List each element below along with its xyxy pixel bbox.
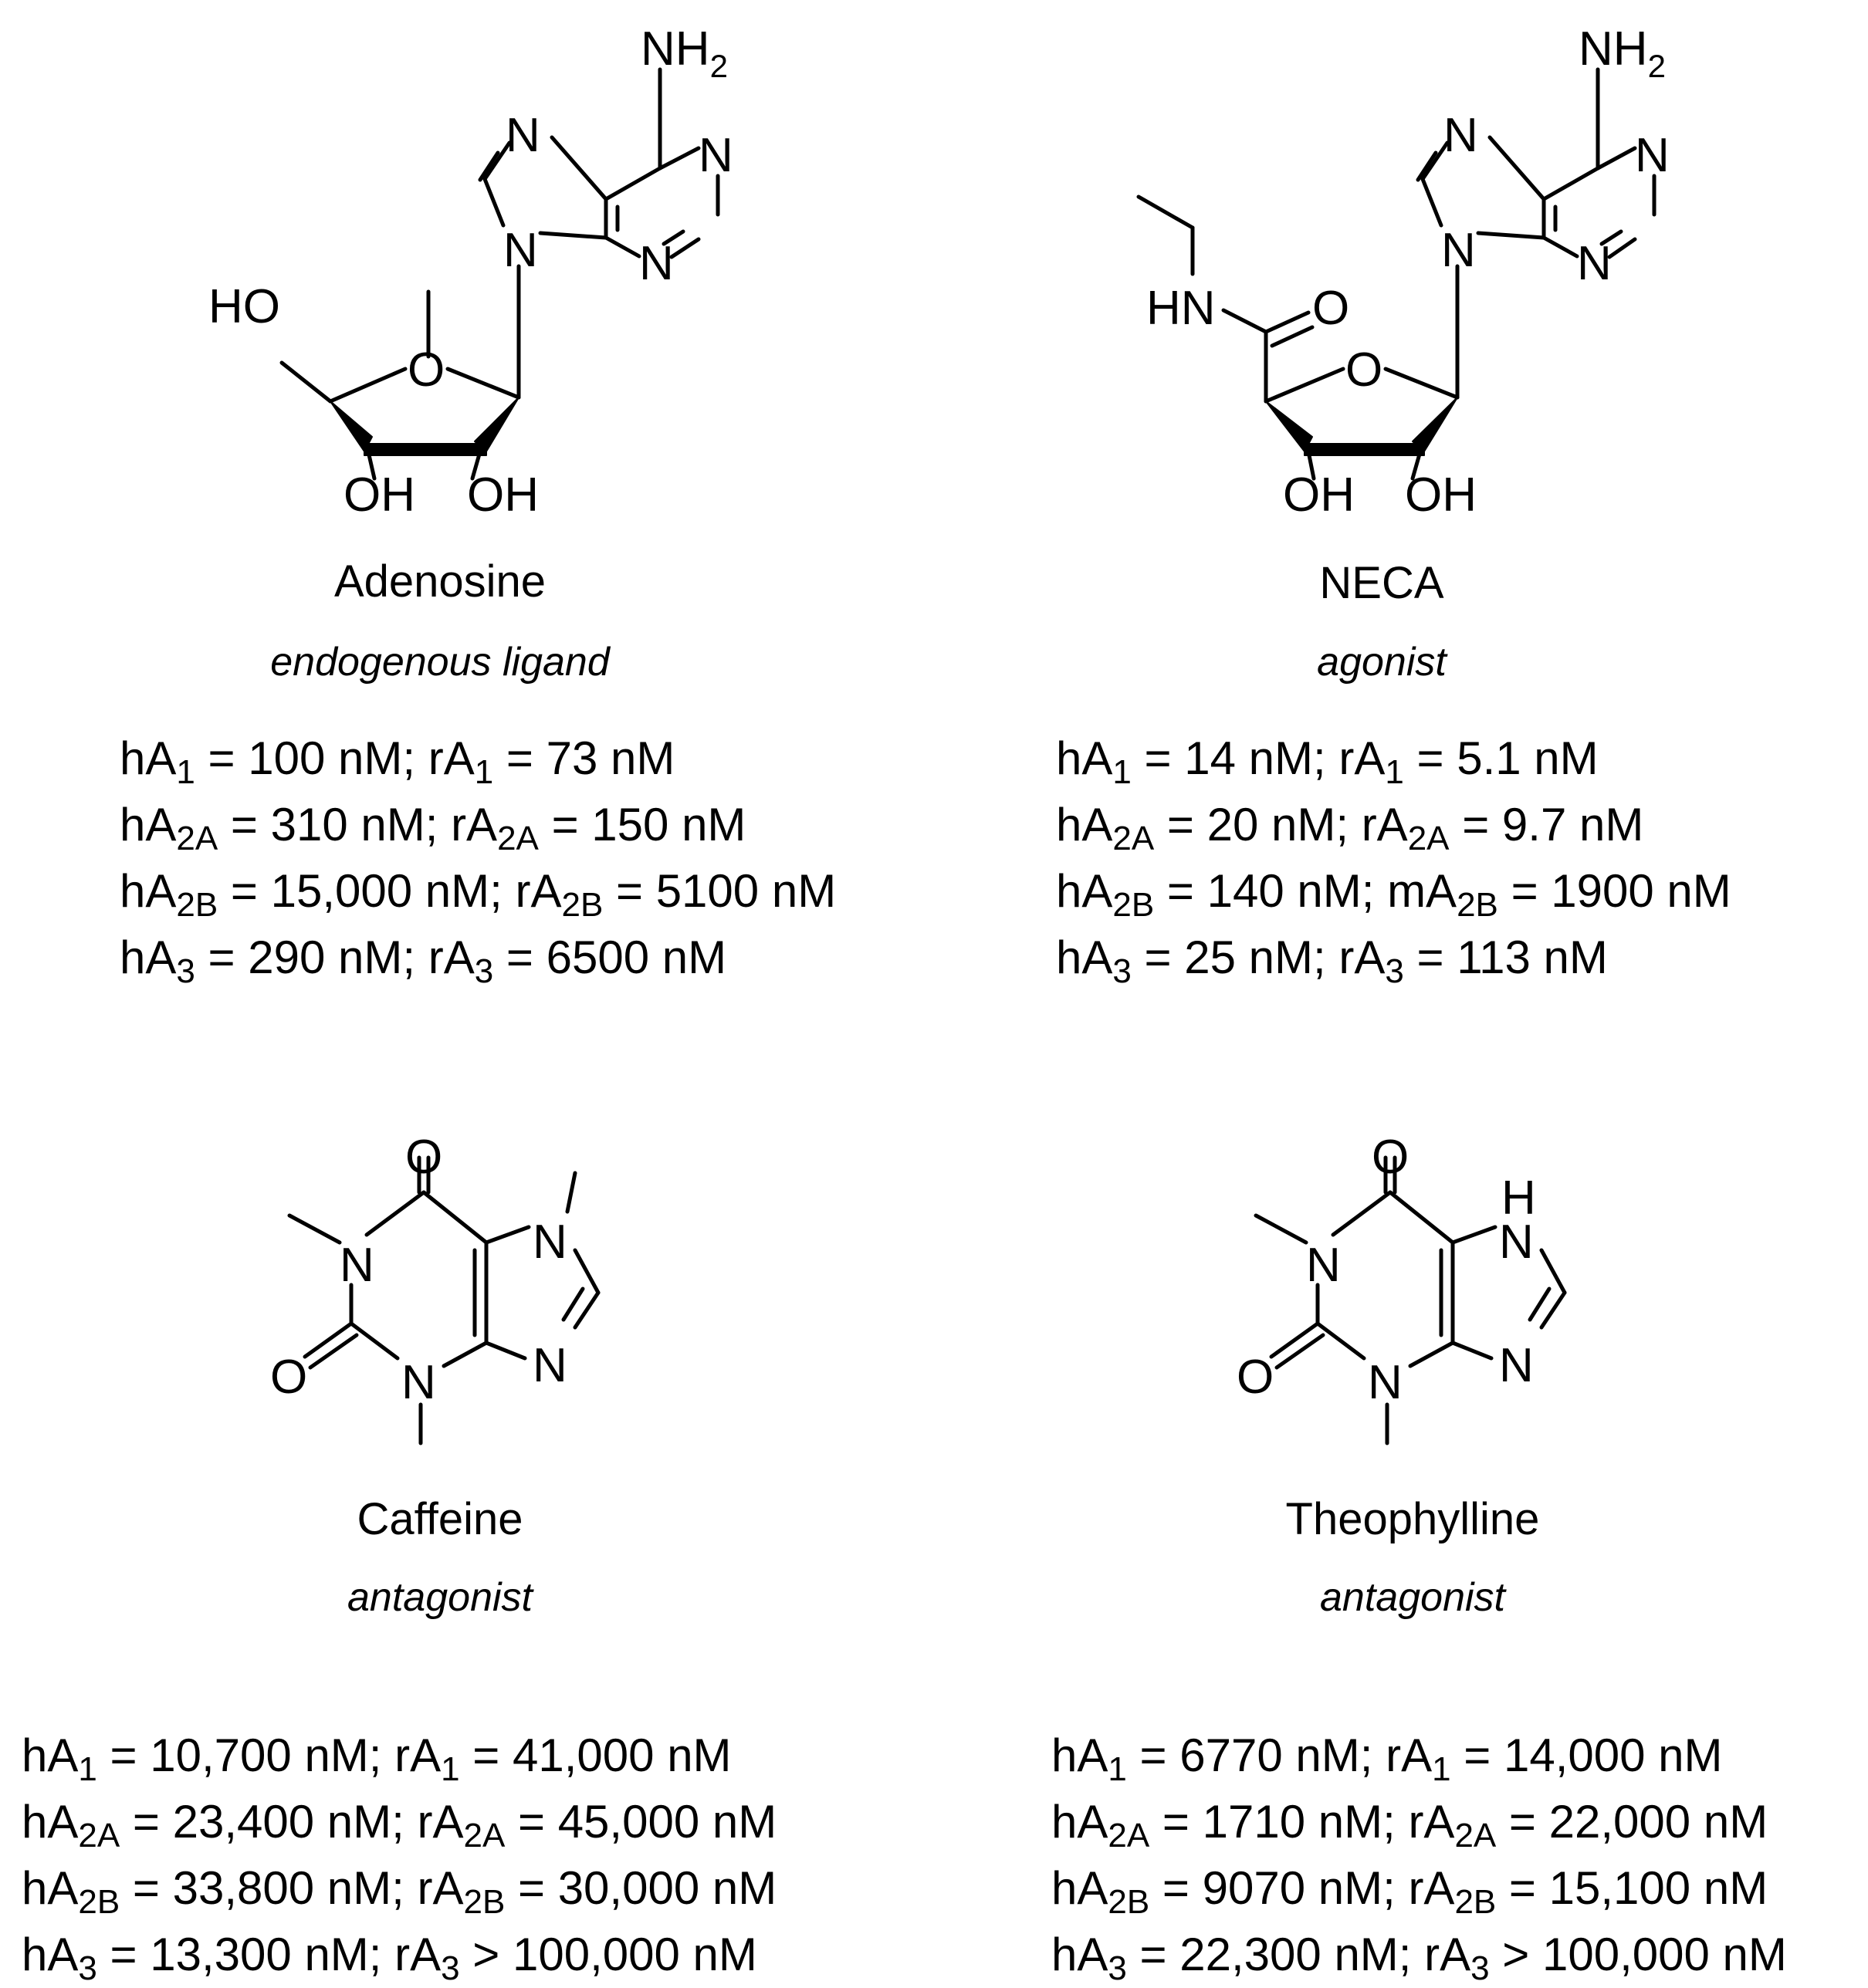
caffeine-c2-o-label: O: [270, 1351, 307, 1404]
caffeine-structure: [287, 1155, 601, 1445]
affinity-line: hA3 = 25 nM; rA3 = 113 nM: [1056, 931, 1608, 990]
affinity-line: hA1 = 14 nM; rA1 = 5.1 nM: [1056, 732, 1599, 791]
theophylline-c2-o-label: O: [1237, 1351, 1274, 1404]
adenosine-n1-label: N: [699, 129, 733, 182]
theophylline-n9-label: N: [1499, 1339, 1534, 1392]
affinity-line: hA2A = 20 nM; rA2A = 9.7 nM: [1056, 799, 1644, 857]
adenosine-ring-o-label: O: [408, 343, 445, 397]
theophylline-n7-label: N: [1499, 1215, 1534, 1269]
compound-role-adenosine: endogenous ligand: [270, 640, 610, 685]
compound-name-neca: NECA: [1319, 558, 1444, 608]
compound-name-adenosine: Adenosine: [333, 556, 547, 607]
theophylline-h-label: H: [1501, 1172, 1536, 1225]
affinity-line: hA2B = 9070 nM; rA2B = 15,100 nM: [1051, 1862, 1768, 1921]
affinity-line: hA1 = 100 nM; rA1 = 73 nM: [120, 732, 675, 791]
neca-structure: [1136, 67, 1656, 481]
adenosine-structure: [279, 67, 720, 481]
neca-atoms: NH2 N N N N HN O O OH OH: [1146, 22, 1670, 522]
neca-n7-label: N: [1443, 109, 1478, 162]
compound-role-theophylline: antagonist: [1320, 1575, 1505, 1620]
adenosine-nh2-label: NH2: [641, 22, 728, 84]
affinity-block-theophylline: hA1 = 6770 nM; rA1 = 14,000 nM hA2A = 17…: [1051, 1723, 1787, 1988]
neca-nh2-label: NH2: [1579, 22, 1666, 84]
compound-role-caffeine: antagonist: [347, 1575, 533, 1620]
adenosine-oh-3-label: OH: [467, 468, 539, 522]
theophylline-c6-o-label: O: [1372, 1131, 1409, 1184]
neca-oh-2-label: OH: [1283, 468, 1355, 522]
affinity-line: hA2A = 23,400 nM; rA2A = 45,000 nM: [22, 1796, 777, 1854]
affinity-line: hA2B = 15,000 nM; rA2B = 5100 nM: [120, 865, 837, 924]
affinity-block-adenosine: hA1 = 100 nM; rA1 = 73 nM hA2A = 310 nM;…: [120, 725, 836, 991]
neca-n9-label: N: [1441, 224, 1476, 277]
neca-oh-3-label: OH: [1405, 468, 1477, 522]
caffeine-c6-o-label: O: [405, 1131, 442, 1184]
affinity-line: hA2A = 310 nM; rA2A = 150 nM: [120, 799, 746, 857]
neca-carbonyl-o-label: O: [1312, 282, 1349, 335]
adenosine-ho-label: HO: [208, 280, 280, 333]
affinity-line: hA3 = 22,300 nM; rA3 > 100,000 nM: [1051, 1929, 1787, 1987]
neca-n3-label: N: [1577, 237, 1612, 290]
compound-role-neca: agonist: [1317, 640, 1447, 685]
adenosine-n9-label: N: [503, 224, 538, 277]
affinity-line: hA2B = 140 nM; mA2B = 1900 nM: [1056, 865, 1731, 924]
caffeine-n1-label: N: [340, 1239, 374, 1292]
affinity-line: hA2A = 1710 nM; rA2A = 22,000 nM: [1051, 1796, 1768, 1854]
caffeine-n9-label: N: [533, 1339, 567, 1392]
compound-name-caffeine: Caffeine: [357, 1494, 523, 1544]
compound-name-theophylline: Theophylline: [1285, 1494, 1540, 1544]
theophylline-n3-label: N: [1368, 1356, 1403, 1409]
caffeine-n3-label: N: [401, 1356, 436, 1409]
affinity-block-caffeine: hA1 = 10,700 nM; rA1 = 41,000 nM hA2A = …: [22, 1723, 777, 1988]
affinity-block-neca: hA1 = 14 nM; rA1 = 5.1 nM hA2A = 20 nM; …: [1056, 725, 1731, 991]
adenosine-n3-label: N: [639, 237, 674, 290]
affinity-line: hA1 = 10,700 nM; rA1 = 41,000 nM: [22, 1729, 732, 1788]
adenosine-atoms: NH2 N N N N HO O OH OH: [208, 22, 733, 522]
neca-n1-label: N: [1635, 129, 1670, 182]
affinity-line: hA3 = 13,300 nM; rA3 > 100,000 nM: [22, 1929, 757, 1987]
neca-hn-label: HN: [1146, 282, 1216, 335]
theophylline-n1-label: N: [1306, 1239, 1341, 1292]
theophylline-structure: [1254, 1155, 1567, 1445]
affinity-line: hA2B = 33,800 nM; rA2B = 30,000 nM: [22, 1862, 777, 1921]
adenosine-oh-2-label: OH: [343, 468, 415, 522]
neca-ring-o-label: O: [1345, 343, 1382, 397]
affinity-line: hA1 = 6770 nM; rA1 = 14,000 nM: [1051, 1729, 1723, 1788]
caffeine-atoms: O N O N N N: [270, 1131, 567, 1409]
adenosine-n7-label: N: [506, 109, 540, 162]
affinity-line: hA3 = 290 nM; rA3 = 6500 nM: [120, 931, 727, 990]
theophylline-atoms: O N O N H N N: [1237, 1131, 1536, 1409]
caffeine-n7-label: N: [533, 1215, 567, 1269]
